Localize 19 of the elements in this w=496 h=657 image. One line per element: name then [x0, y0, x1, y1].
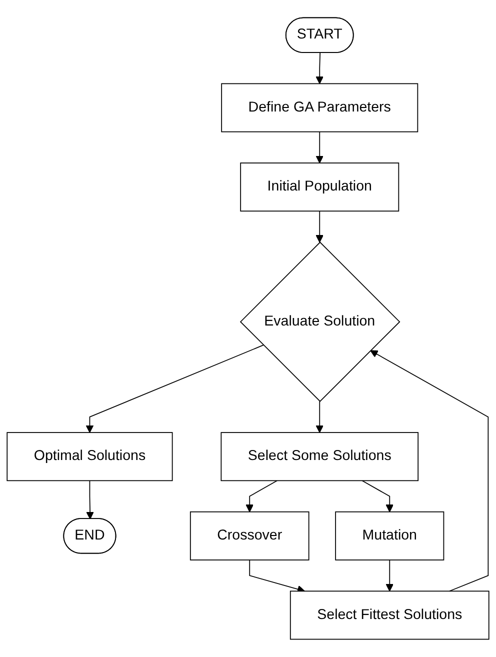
- arrow: [249, 560, 306, 593]
- arrow: [370, 350, 489, 592]
- arrow: [316, 52, 324, 84]
- node-box: Select Some Solutions: [220, 432, 419, 482]
- arrow: [86, 344, 264, 433]
- arrow: [362, 480, 394, 512]
- node-box: Optimal Solutions: [6, 432, 173, 482]
- node-box: Mutation: [335, 511, 444, 560]
- node-box: Initial Population: [240, 162, 400, 212]
- arrow: [316, 131, 324, 164]
- arrow: [316, 210, 324, 243]
- node-box: Define GA Parameters: [221, 83, 418, 132]
- node-box: Select Fittest Solutions: [290, 590, 490, 640]
- arrow: [246, 480, 278, 512]
- arrow: [86, 480, 94, 520]
- node-box: Crossover: [190, 511, 310, 560]
- arrow: [316, 400, 324, 433]
- node-diamond: Evaluate Solution: [240, 242, 400, 402]
- arrow: [386, 560, 394, 592]
